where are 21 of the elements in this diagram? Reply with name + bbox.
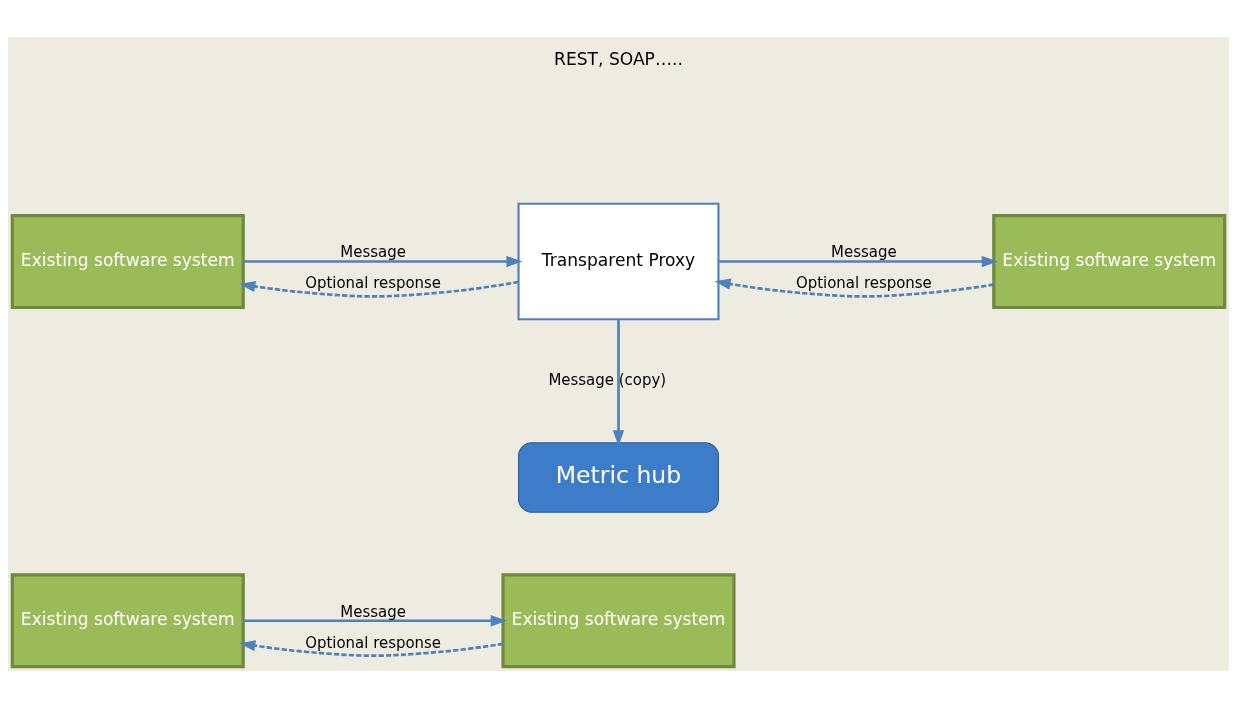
node-box: Existing software system bbox=[992, 213, 1227, 310]
arrow bbox=[714, 278, 994, 298]
arrow bbox=[239, 640, 504, 657]
edge-label: Message bbox=[831, 243, 897, 262]
arrow bbox=[239, 280, 519, 298]
node-box: Metric hub bbox=[518, 442, 719, 513]
arrow bbox=[243, 255, 523, 268]
node-box: Existing software system bbox=[501, 573, 736, 669]
node-box: Transparent Proxy bbox=[517, 202, 720, 321]
arrow bbox=[243, 615, 507, 627]
edge-label: Message (copy) bbox=[548, 370, 667, 389]
node-box: Existing software system bbox=[10, 573, 245, 669]
edge-label: Message bbox=[340, 602, 406, 621]
edge-label: Optional response bbox=[305, 633, 442, 652]
node-box: Existing software system bbox=[10, 213, 245, 310]
edge-label: Optional response bbox=[305, 274, 442, 293]
edge-label: Optional response bbox=[795, 274, 932, 293]
arrow bbox=[612, 319, 625, 447]
arrow bbox=[718, 255, 998, 268]
label: REST, SOAP….. bbox=[554, 48, 683, 69]
edge-label: Message bbox=[340, 243, 406, 262]
